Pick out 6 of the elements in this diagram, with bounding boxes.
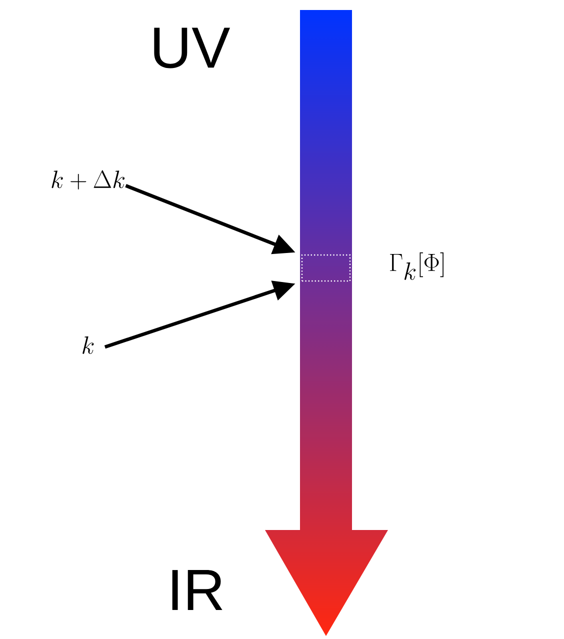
math-label: $k + \Delta k$: [52, 170, 125, 190]
math-label: $k$: [82, 336, 94, 354]
dotted-box: [301, 254, 351, 282]
scale-label: UV: [154, 28, 230, 68]
scale-label: IR: [172, 570, 222, 610]
math-label: $\Gamma_k[\Phi]$: [390, 252, 444, 280]
